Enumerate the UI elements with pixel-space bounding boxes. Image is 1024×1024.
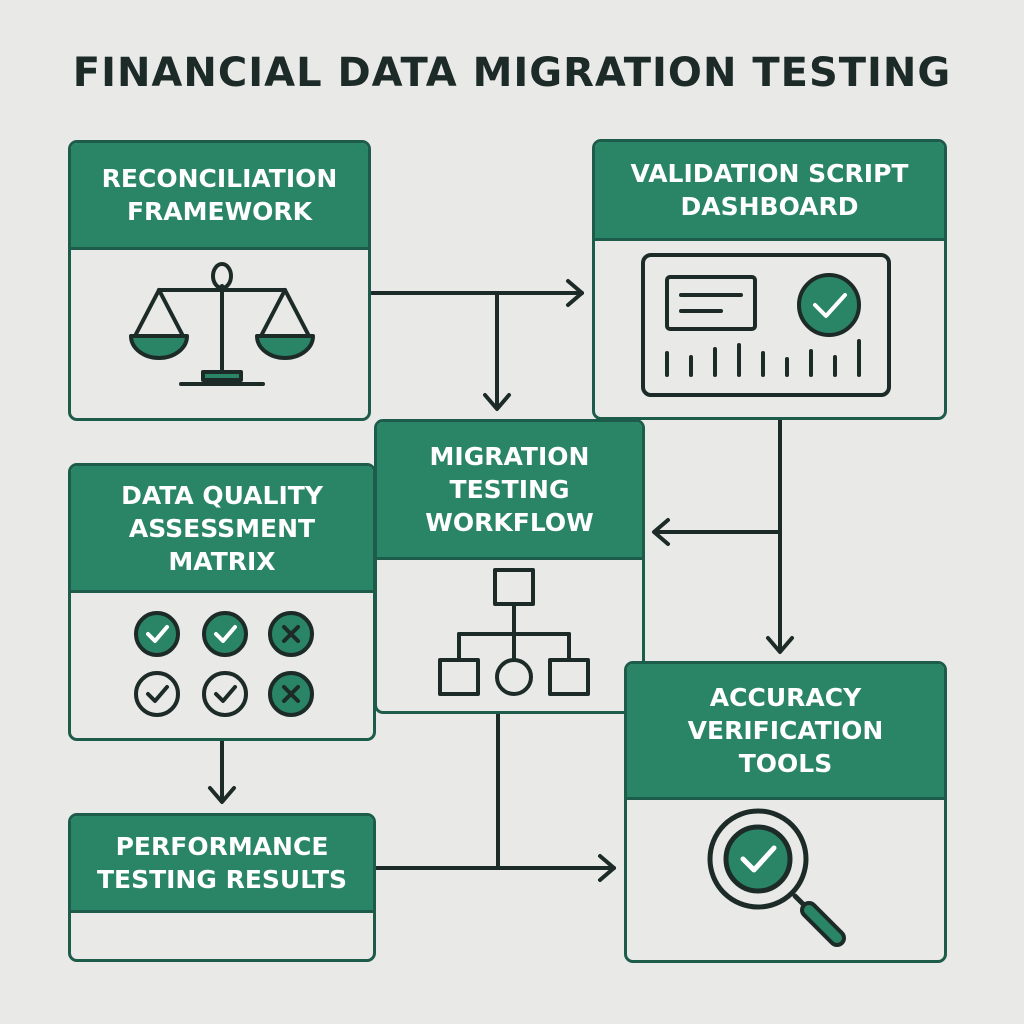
- node-label-line: PERFORMANCE: [115, 832, 329, 861]
- check-matrix-icon: [134, 611, 314, 717]
- node-label-line: FRAMEWORK: [126, 197, 313, 226]
- node-label-line: VERIFICATION: [687, 716, 884, 745]
- node-label-line: MIGRATION: [429, 442, 590, 471]
- node-label-line: VALIDATION SCRIPT: [630, 159, 909, 188]
- node-header: DATA QUALITY ASSESSMENT MATRIX: [71, 466, 373, 593]
- node-label-line: DASHBOARD: [680, 192, 859, 221]
- node-validation-script-dashboard[interactable]: VALIDATION SCRIPT DASHBOARD: [592, 139, 947, 420]
- dashboard-icon: [641, 253, 891, 397]
- magnifier-check-icon: [707, 808, 846, 947]
- node-header: MIGRATION TESTING WORKFLOW: [377, 422, 642, 560]
- node-reconciliation-framework[interactable]: RECONCILIATION FRAMEWORK: [68, 140, 371, 421]
- arrowhead-to-workflow: [483, 393, 511, 411]
- node-label-line: DATA QUALITY: [121, 480, 323, 510]
- node-header: ACCURACY VERIFICATION TOOLS: [627, 664, 944, 800]
- node-body: [71, 250, 368, 418]
- page-title: FINANCIAL DATA MIGRATION TESTING: [72, 50, 952, 96]
- node-body: [71, 913, 373, 959]
- node-body: [595, 241, 944, 417]
- node-label-line: TOOLS: [738, 749, 833, 778]
- flowchart-icon: [438, 568, 590, 696]
- node-header: PERFORMANCE TESTING RESULTS: [71, 816, 373, 913]
- node-label-line: RECONCILIATION: [101, 164, 338, 193]
- node-body: [71, 593, 373, 738]
- node-header: VALIDATION SCRIPT DASHBOARD: [595, 142, 944, 241]
- arrowhead-to-validation: [566, 279, 584, 307]
- balance-scale-icon: [129, 262, 315, 386]
- node-header: RECONCILIATION FRAMEWORK: [71, 143, 368, 250]
- node-label-line: ACCURACY: [709, 683, 862, 712]
- node-label-line: TESTING RESULTS: [96, 865, 348, 894]
- node-accuracy-verification-tools[interactable]: ACCURACY VERIFICATION TOOLS: [624, 661, 947, 963]
- node-label-line: TESTING: [449, 475, 570, 504]
- arrowhead-to-performance: [208, 786, 236, 804]
- node-body: [627, 800, 944, 960]
- node-label-line: ASSESSMENT: [128, 513, 316, 543]
- node-label-line: WORKFLOW: [425, 508, 594, 537]
- arrowhead-to-workflow-right: [652, 518, 670, 546]
- node-performance-testing-results[interactable]: PERFORMANCE TESTING RESULTS: [68, 813, 376, 962]
- arrowhead-to-accuracy-left: [598, 854, 616, 882]
- node-data-quality-assessment-matrix[interactable]: DATA QUALITY ASSESSMENT MATRIX: [68, 463, 376, 741]
- node-migration-testing-workflow[interactable]: MIGRATION TESTING WORKFLOW: [374, 419, 645, 714]
- arrowhead-to-accuracy-top: [766, 636, 794, 654]
- node-label-line: MATRIX: [168, 546, 276, 576]
- node-body: [377, 560, 642, 711]
